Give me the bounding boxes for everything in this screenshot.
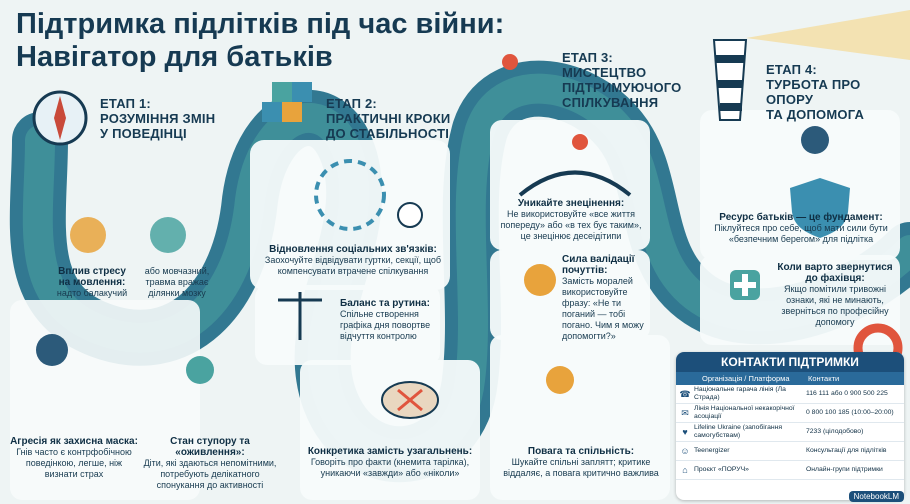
contact-row: ✉ Лінія Національної некакорічної асоціа… — [676, 404, 904, 423]
stage-3-title-a: МИСТЕЦТВО — [562, 65, 647, 80]
expert-text: Якщо помітили тривожні ознаки, які не ми… — [781, 284, 889, 327]
stupor-text: Діти, які здаються непомітними, потребую… — [143, 458, 277, 490]
social-text: Заохочуйте відвідувати гуртки, секції, щ… — [264, 255, 442, 276]
contact-org: Лінія Національної некакорічної асоціаці… — [694, 405, 795, 420]
bridge-icon — [518, 170, 632, 197]
contact-value: 116 111 або 0 900 500 225 — [806, 390, 888, 397]
contact-value: Онлайн-групи підтримки — [806, 466, 883, 473]
heart-icon — [502, 54, 518, 70]
contacts-panel: КОНТАКТИ ПІДТРИМКИ Організація / Платфор… — [676, 352, 904, 500]
heart-icon: ♥ — [682, 427, 688, 437]
home-icon: ⌂ — [682, 465, 688, 475]
avoid-title: Уникайте знецінення: — [517, 198, 625, 209]
stupor-title: Стан ступору та «оживлення»: — [170, 436, 250, 458]
hug-icon — [524, 264, 556, 296]
contacts-title: КОНТАКТИ ПІДТРИМКИ — [676, 352, 904, 372]
stage-3-heading: ЕТАП 3: МИСТЕЦТВО ПІДТРИМУЮЧОГО СПІЛКУВА… — [562, 50, 712, 110]
respect-title: Повага та спільність: — [527, 446, 635, 457]
stage-4-title-a: ТУРБОТА ПРО ОПОРУ — [766, 77, 861, 107]
stress-caption: Вплив стресу на мовлення: надто балакучи… — [52, 266, 132, 299]
aggression-title: Агресія як захисна маска: — [10, 436, 138, 447]
balance-title: Баланс та рутина: — [340, 298, 430, 309]
quiet-head-icon — [150, 217, 186, 253]
title-line-2: Навігатор для батьків — [16, 41, 333, 73]
stage-1-title-b: У ПОВЕДІНЦІ — [100, 126, 187, 141]
balance-text: Спільне створення графіка дня повортве в… — [340, 309, 431, 341]
concrete-text: Говоріть про факти (кнемита тарілка), ун… — [310, 457, 470, 478]
respect-caption: Повага та спільність: Шукайте спільні за… — [496, 446, 666, 479]
respect-text: Шукайте спільні заплятт; критике віддаля… — [503, 457, 659, 478]
silent-caption: або мовчазний, травма вражає ділянки моз… — [132, 266, 222, 299]
contact-org: Національне гарача лінія (Ла Страда) — [694, 386, 786, 401]
contact-row: ☎ Національне гарача лінія (Ла Страда) 1… — [676, 385, 904, 404]
concrete-title: Конкретика замість узагальнень: — [307, 446, 473, 457]
stage-4-number: ЕТАП 4: — [766, 62, 817, 77]
clock-icon — [397, 202, 423, 228]
stupor-teen-icon — [186, 356, 214, 384]
contact-value: 7233 (цілодобово) — [806, 428, 864, 435]
stage-2-title-b: ДО СТАБІЛЬНОСТІ — [326, 126, 450, 141]
resource-caption: Ресурс батьків — це фундамент: Піклуйтес… — [706, 212, 896, 245]
aggression-caption: Агресія як захисна маска: Гнів часто є к… — [10, 436, 138, 480]
validate-text: Замість моралей використовуйте фразу: «Н… — [562, 276, 644, 341]
contact-org: Teenergizer — [694, 447, 730, 454]
contact-value: 0 800 100 185 (10:00–20:00) — [806, 409, 894, 416]
activities-icon — [314, 159, 386, 231]
social-title: Відновлення соціальних зв'язків: — [269, 244, 437, 255]
stage-3-title-b: ПІДТРИМУЮЧОГО — [562, 80, 682, 95]
title-line-1: Підтримка підлітків під час війни: — [16, 8, 505, 40]
notebooklm-logo: NotebookLM — [848, 491, 904, 502]
social-caption: Відновлення соціальних зв'язків: Заохочу… — [262, 244, 444, 277]
contacts-col-org: Організація / Платформа — [702, 374, 790, 383]
brain-head-icon — [70, 217, 106, 253]
stage-3-title-c: СПІЛКУВАННЯ — [562, 95, 659, 110]
contact-row: ☺ Teenergizer Консультації для підлітків — [676, 442, 904, 461]
expert-caption: Коли варто звернутися до фахівця: Якщо п… — [770, 262, 900, 328]
validate-caption: Сила валідації почуттів: Замість моралей… — [562, 254, 650, 342]
family-cooking-icon — [546, 366, 574, 394]
expert-title: Коли варто звернутися до фахівця: — [777, 262, 893, 284]
angry-parent-icon — [36, 334, 68, 366]
stage-2-number: ЕТАП 2: — [326, 96, 377, 111]
resource-title: Ресурс батьків — це фундамент: — [719, 212, 883, 223]
shield-icon — [790, 178, 850, 238]
silent-text: або мовчазний, травма вражає ділянки моз… — [144, 266, 210, 298]
avoid-caption: Уникайте знецінення: Не використовуйте «… — [496, 198, 646, 242]
resource-text: Піклуйтеся про себе, щоб мати сили бути … — [714, 223, 888, 244]
stupor-caption: Стан ступору та «оживлення»: Діти, які з… — [140, 436, 280, 491]
stage-1-heading: ЕТАП 1: РОЗУМІННЯ ЗМІН У ПОВЕДІНЦІ — [100, 96, 240, 141]
contact-row: ⌂ Проєкт «ПОРУЧ» Онлайн-групи підтримки — [676, 461, 904, 480]
contact-org: Lifeline Ukraine (запобігання самогубств… — [694, 424, 783, 439]
stage-2-heading: ЕТАП 2: ПРАКТИЧНІ КРОКИ ДО СТАБІЛЬНОСТІ — [326, 96, 476, 141]
contacts-header: Організація / Платформа Контакти — [676, 372, 904, 385]
person-icon: ☺ — [680, 446, 690, 456]
stage-3-number: ЕТАП 3: — [562, 50, 613, 65]
chat-icon: ✉ — [681, 408, 689, 418]
balance-caption: Баланс та рутина: Спільне створення граф… — [340, 298, 440, 342]
blocks-icon — [262, 102, 282, 122]
contact-org: Проєкт «ПОРУЧ» — [694, 466, 749, 473]
contact-row: ♥ Lifeline Ukraine (запобігання самогубс… — [676, 423, 904, 442]
concrete-caption: Конкретика замість узагальнень: Говоріть… — [300, 446, 480, 479]
phone-icon: ☎ — [679, 389, 691, 399]
aggression-text: Гнів часто є контрфобічною поведінкою, л… — [16, 447, 132, 479]
contacts-col-contact: Контакти — [808, 374, 840, 383]
stress-title: Вплив стресу на мовлення: — [58, 266, 126, 288]
stress-text: надто балакучий — [56, 288, 128, 298]
page-title: Підтримка підлітків під час війни: Навіг… — [16, 8, 536, 74]
contact-value: Консультації для підлітків — [806, 447, 887, 454]
stage-1-title-a: РОЗУМІННЯ ЗМІН — [100, 111, 216, 126]
stage-2-title-a: ПРАКТИЧНІ КРОКИ — [326, 111, 451, 126]
parent-self-care-icon — [801, 126, 829, 154]
stage-1-number: ЕТАП 1: — [100, 96, 151, 111]
stage-4-heading: ЕТАП 4: ТУРБОТА ПРО ОПОРУ ТА ДОПОМОГА — [766, 62, 906, 122]
stage-4-title-b: ТА ДОПОМОГА — [766, 107, 865, 122]
validate-title: Сила валідації почуттів: — [562, 254, 635, 276]
avoid-text: Не використовуйте «все життя попереду» а… — [500, 209, 642, 241]
